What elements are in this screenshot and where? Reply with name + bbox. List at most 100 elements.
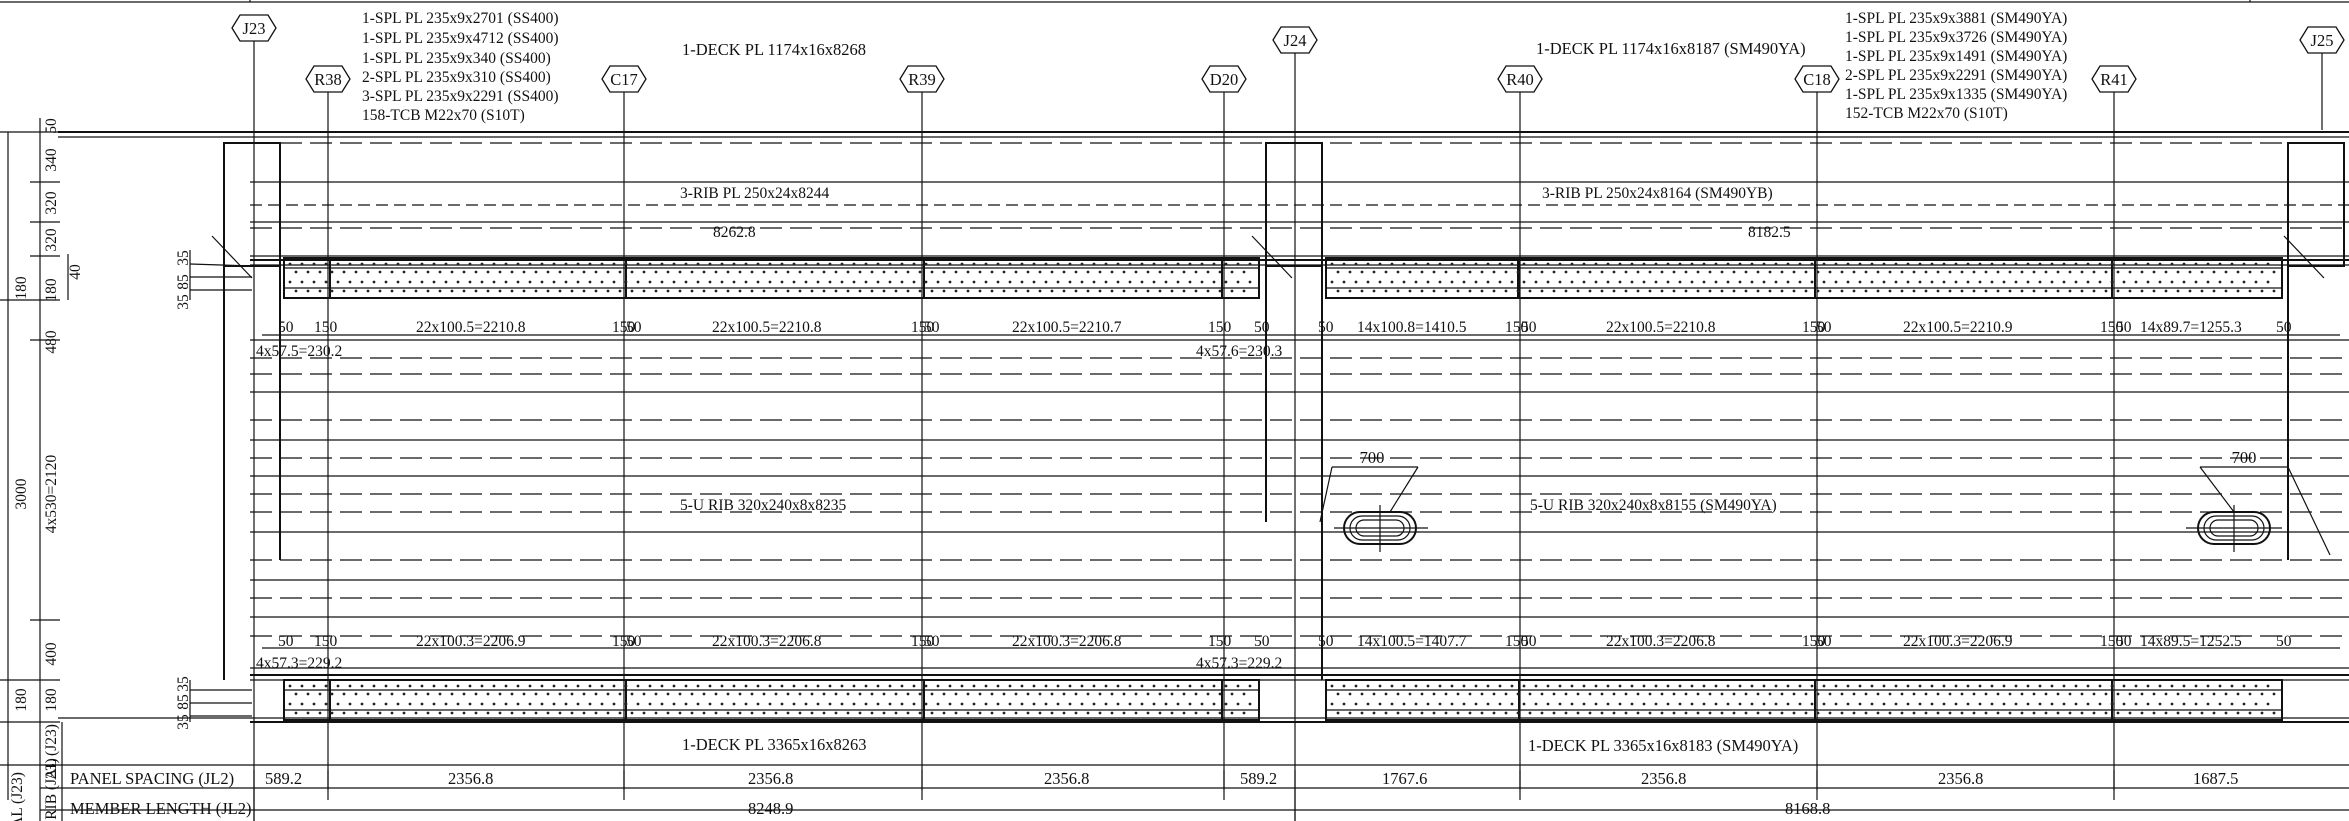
bolt-hole [744,280,748,284]
bolt-hole [1230,692,1234,696]
bolt-hole [894,711,898,715]
bolt-hole [792,262,796,266]
bolt-hole [1630,262,1634,266]
bolt-hole [1026,692,1030,696]
tag-j23[interactable]: J23 [231,14,277,42]
bolt-hole [1056,702,1060,706]
bolt-hole [1738,280,1742,284]
bolt-hole [1762,684,1766,688]
tag-r38[interactable]: R38 [305,65,351,93]
bolt-hole [2122,262,2126,266]
bolt-hole [1218,289,1222,293]
bolt-hole [1170,270,1174,274]
bolt-hole [1128,280,1132,284]
bolt-hole [1864,711,1868,715]
bolt-hole [654,711,658,715]
bolt-hole [1212,702,1216,706]
bolt-hole [528,280,532,284]
bolt-hole [1492,711,1496,715]
bolt-hole [438,711,442,715]
bolt-hole [564,262,568,266]
bolt-hole [1930,684,1934,688]
bolt-hole [2074,702,2078,706]
bolt-hole [924,702,928,706]
bolt-hole [462,711,466,715]
tag-j25[interactable]: J25 [2299,26,2345,54]
bolt-hole [690,289,694,293]
bolt-hole [2218,280,2222,284]
bolt-hole [936,262,940,266]
bolt-hole [1360,711,1364,715]
bolt-hole [2260,289,2264,293]
bolt-hole [1666,262,1670,266]
splice-right-line: 1-SPL PL 235x9x1335 (SM490YA) [1845,86,2067,103]
bolt-hole [1852,692,1856,696]
bolt-hole [1612,289,1616,293]
bolt-hole [750,711,754,715]
bolt-hole [1450,684,1454,688]
bolt-hole [2074,684,2078,688]
bolt-hole [1230,289,1234,293]
bolt-hole [348,262,352,266]
tag-d20[interactable]: D20 [1201,65,1247,93]
bolt-hole [306,692,310,696]
bolt-hole [570,711,574,715]
bolt-hole [1146,711,1150,715]
bolt-hole [336,702,340,706]
bolt-hole [684,262,688,266]
tag-r39[interactable]: R39 [899,65,945,93]
bolt-hole [2146,280,2150,284]
gridline-tags: J23 R38 C17 R39 D20 J24 R40 C18 [231,14,2345,93]
bolt-hole [576,702,580,706]
bolt-hole [2020,711,2024,715]
tag-r40[interactable]: R40 [1497,65,1543,93]
bolt-hole [2254,684,2258,688]
bolt-hole [1014,692,1018,696]
bolt-hole [534,270,538,274]
bolt-hole [906,711,910,715]
header-band [0,0,2349,3]
tag-c17[interactable]: C17 [601,65,647,93]
bolt-hole [2032,270,2036,274]
bolt-hole [1582,280,1586,284]
bolt-hole [1642,702,1646,706]
tag-r41[interactable]: R41 [2091,65,2137,93]
bolt-hole [2176,270,2180,274]
bolt-hole [2218,702,2222,706]
bolt-hole [1038,289,1042,293]
bolt-hole [1188,702,1192,706]
bolt-hole [522,692,526,696]
bolt-hole [2050,702,2054,706]
bolt-hole [600,280,604,284]
bolt-hole [2188,270,2192,274]
bolt-hole [2152,289,2156,293]
bolt-hole [384,280,388,284]
bolt-hole [978,692,982,696]
bolt-hole [348,702,352,706]
member-cell: 8168.8 [1785,799,1830,818]
bolt-hole [1630,684,1634,688]
bolt-hole [2134,262,2138,266]
bolt-hole [1074,711,1078,715]
bolt-hole [288,262,292,266]
bolt-hole [1002,692,1006,696]
bolt-hole [1978,702,1982,706]
bolt-hole [1870,684,1874,688]
bolt-hole [408,684,412,688]
bolt-hole [636,280,640,284]
gridlines [253,41,2323,821]
svg-text:320: 320 [43,191,60,215]
bolt-hole [858,711,862,715]
bolt-hole [462,692,466,696]
bolt-dims-bottom: 50 150 22x100.3=2206.9 150 50 22x100.3=2… [256,633,2340,672]
tag-c18[interactable]: C18 [1794,65,1840,93]
bolt-hole [330,289,334,293]
bolt-hole [456,280,460,284]
tag-j24[interactable]: J24 [1272,26,1318,54]
bolt-hole [1480,289,1484,293]
bolt-hole [2086,702,2090,706]
bolt-hole [1152,280,1156,284]
bolt-hole [816,262,820,266]
bolt-hole [1236,280,1240,284]
bolt-hole [1360,692,1364,696]
